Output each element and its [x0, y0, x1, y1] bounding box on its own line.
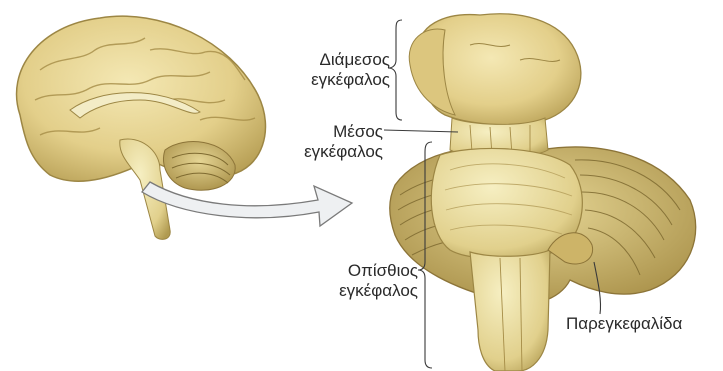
label-diencephalon-line2: εγκέφαλος: [311, 70, 390, 90]
label-midbrain-line2: εγκέφαλος: [304, 142, 383, 162]
label-diencephalon-line1: Διάμεσος: [311, 50, 390, 70]
diencephalon-bracket: [388, 20, 402, 120]
label-midbrain-line1: Μέσος: [304, 122, 383, 142]
label-hindbrain-line2: εγκέφαλος: [339, 281, 418, 301]
label-hindbrain: Οπίσθιος εγκέφαλος: [339, 261, 418, 301]
label-cerebellum: Παρεγκεφαλίδα: [566, 314, 682, 334]
label-hindbrain-line1: Οπίσθιος: [339, 261, 418, 281]
label-diencephalon: Διάμεσος εγκέφαλος: [311, 50, 390, 90]
midbrain-leader: [384, 130, 458, 132]
arrow-icon: [142, 182, 352, 226]
label-midbrain: Μέσος εγκέφαλος: [304, 122, 383, 162]
